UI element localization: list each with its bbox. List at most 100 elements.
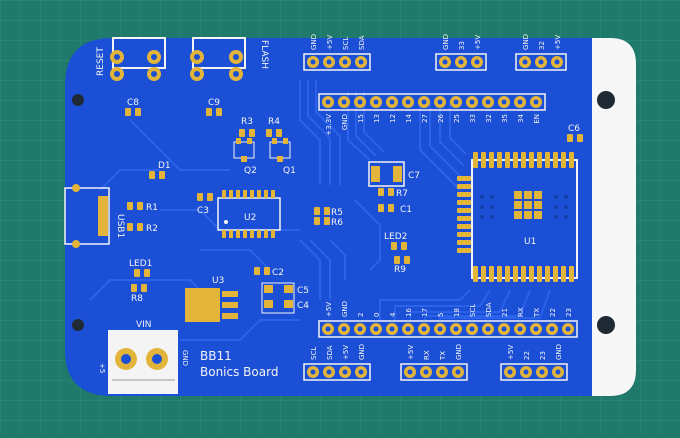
header-esp-top-row-pin	[530, 96, 542, 108]
designator-r5: R5	[331, 208, 343, 218]
designator-c2: C2	[272, 268, 284, 278]
part-r3: R3	[239, 117, 255, 137]
terminal-gnd-label: GND	[181, 350, 189, 366]
header-esp-top-row-pin-label: 12	[389, 114, 397, 123]
designator-r4: R4	[268, 117, 280, 127]
header-esp-bottom-row-pin	[322, 323, 334, 335]
header-bottom-i2c-pin-label: SCL	[310, 347, 318, 360]
designator-c4: C4	[297, 301, 309, 311]
header-esp-top-row-pin	[450, 96, 462, 108]
designator-r9: R9	[394, 265, 406, 275]
header-esp-bottom-row-pin-label: 22	[549, 308, 557, 317]
header-esp-bottom-row-pin	[546, 323, 558, 335]
header-bottom-uart-pin-label: TX	[439, 351, 447, 361]
designator-c3: C3	[197, 206, 209, 216]
board-subtitle: Bonics Board	[200, 365, 278, 379]
header-top-left-pin-label: SCL	[342, 37, 350, 50]
header-bottom-i2c-pin-label: GND	[358, 344, 366, 360]
designator-r2: R2	[146, 224, 158, 234]
header-top-left-pin	[355, 56, 367, 68]
u2-ic	[217, 197, 281, 231]
part-r5: R5	[314, 207, 343, 218]
header-esp-bottom-row-pin	[418, 323, 430, 335]
header-esp-bottom-row-pin	[514, 323, 526, 335]
part-led2: LED2	[384, 232, 407, 250]
header-esp-top-row-pin	[338, 96, 350, 108]
header-esp-top-row-pin-label: 27	[421, 114, 429, 123]
designator-c7: C7	[408, 171, 420, 181]
header-top-left-pin	[307, 56, 319, 68]
designator-c1: C1	[400, 205, 412, 215]
header-esp-bottom-row-pin	[562, 323, 574, 335]
reset-button[interactable]	[110, 37, 166, 81]
header-esp-bottom-row-pin-label: 17	[421, 308, 429, 317]
header-esp-top-row-pin-label: 26	[437, 113, 445, 122]
header-top-mid-pin-label: GND	[442, 34, 450, 50]
header-top-right-pin-label: 32	[538, 41, 546, 50]
part-r7: R7	[378, 188, 408, 199]
header-top-mid-pin-label: +5V	[474, 35, 482, 50]
part-c6: C6	[567, 124, 583, 142]
usb-connector	[64, 184, 110, 248]
designator-r3: R3	[241, 117, 253, 127]
designator-q2: Q2	[244, 166, 257, 176]
flash-button[interactable]	[190, 37, 246, 81]
part-r2: R2	[127, 223, 158, 234]
header-esp-bottom-row-pin-label: 4	[389, 312, 397, 317]
designator-c8: C8	[127, 98, 139, 108]
header-top-left-pin-label: GND	[310, 34, 318, 50]
designator-usb1: USB1	[115, 214, 125, 238]
header-top-mid-pin	[439, 56, 451, 68]
header-top-right: GND 32 +5V	[515, 34, 567, 71]
header-esp-bottom-row-pin-label: 21	[501, 308, 509, 317]
header-bottom-i2c-pin	[339, 366, 351, 378]
c4-c5-capacitors	[261, 282, 295, 314]
part-c1: C1	[378, 204, 412, 215]
header-bottom-uart-pin	[436, 366, 448, 378]
header-esp-bottom-row-pin-label: 16	[405, 308, 413, 317]
header-bottom-i2c-pin	[323, 366, 335, 378]
header-esp-bottom-row-pin-label: SCL	[469, 304, 477, 317]
header-esp-top-row-pin-label: 35	[501, 114, 509, 123]
header-top-right-pin-label: GND	[522, 34, 530, 50]
header-esp-top-row-pin	[466, 96, 478, 108]
header-esp-top-row-pin-label: +3.3V	[325, 114, 333, 136]
header-esp-bottom-row-pin	[354, 323, 366, 335]
reset-label: RESET	[96, 47, 106, 76]
header-esp-top-row-pin	[402, 96, 414, 108]
header-bottom-right-pin-label: +5V	[507, 345, 515, 360]
header-esp-bottom-row-pin	[370, 323, 382, 335]
header-top-right-pin-label: +5V	[554, 35, 562, 50]
header-esp-top-row-pin	[370, 96, 382, 108]
designator-led1: LED1	[129, 259, 152, 269]
header-bottom-right-pin	[552, 366, 564, 378]
header-top-right-pin	[551, 56, 563, 68]
part-led1: LED1	[129, 259, 152, 277]
header-esp-bottom-row-pin	[498, 323, 510, 335]
header-bottom-uart-pin-label: RX	[423, 350, 431, 360]
header-esp-bottom-row-pin-label: GND	[341, 301, 349, 317]
designator-u2: U2	[244, 213, 256, 223]
mount-hole-bottom-right	[597, 316, 615, 334]
header-bottom-i2c-pin-label: +5V	[342, 345, 350, 360]
header-top-right-pin	[519, 56, 531, 68]
header-esp-bottom-row-pin-label: 23	[565, 308, 573, 317]
header-esp-bottom-row-pin-label: RX	[517, 307, 525, 317]
header-top-mid-pin	[471, 56, 483, 68]
board-name: BB11	[200, 349, 232, 363]
part-c2: C2	[254, 267, 284, 278]
header-esp-bottom-row-pin-label: 0	[373, 313, 381, 317]
header-esp-top-row-pin-label: 13	[373, 114, 381, 123]
u2-pads	[222, 190, 275, 238]
u3-regulator	[185, 288, 238, 322]
part-c9: C9	[206, 98, 222, 116]
part-r6: R6	[314, 217, 343, 228]
header-bottom-uart-pin	[404, 366, 416, 378]
